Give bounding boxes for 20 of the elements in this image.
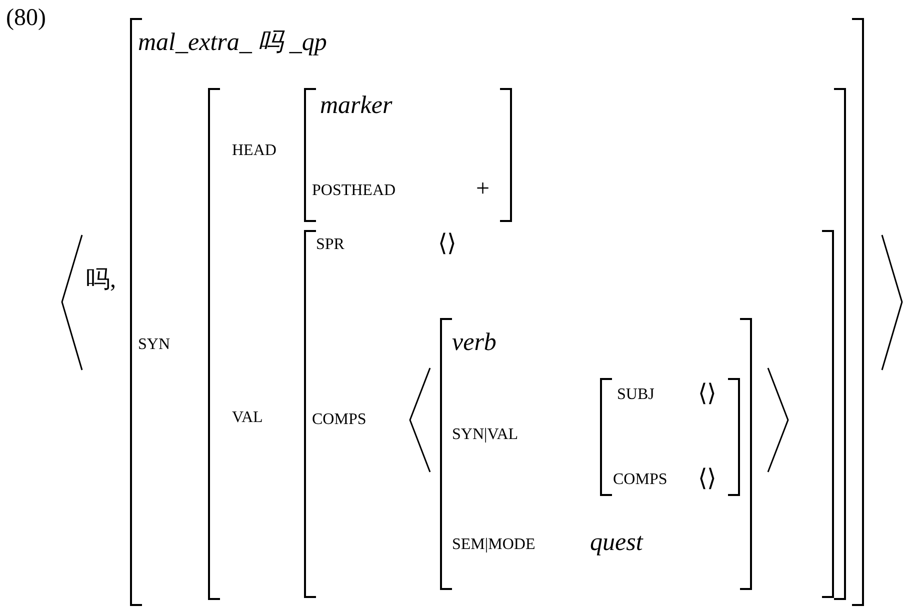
list-item: 吗, [86, 268, 116, 292]
type-name: marker [320, 93, 392, 118]
feature-value: quest [590, 530, 643, 555]
empty-list: ⟨⟩ [438, 232, 456, 256]
feature-name: COMPS [613, 472, 668, 488]
feature-name: VAL [232, 410, 263, 426]
feature-name: HEAD [232, 143, 276, 159]
feature-name: POSTHEAD [312, 183, 396, 199]
feature-value: + [476, 177, 490, 201]
empty-list: ⟨⟩ [698, 382, 716, 406]
empty-list: ⟨⟩ [698, 467, 716, 491]
feature-name: SUBJ [617, 387, 654, 403]
feature-name: SYN|VAL [452, 427, 518, 443]
feature-name: SEM|MODE [452, 537, 536, 553]
example-number: (80) [6, 6, 46, 30]
type-name: verb [452, 330, 496, 355]
feature-name: SPR [316, 237, 344, 253]
feature-name: COMPS [312, 412, 366, 428]
type-name: mal_extra_ 吗 _qp [138, 30, 327, 55]
feature-name: SYN [138, 337, 170, 353]
